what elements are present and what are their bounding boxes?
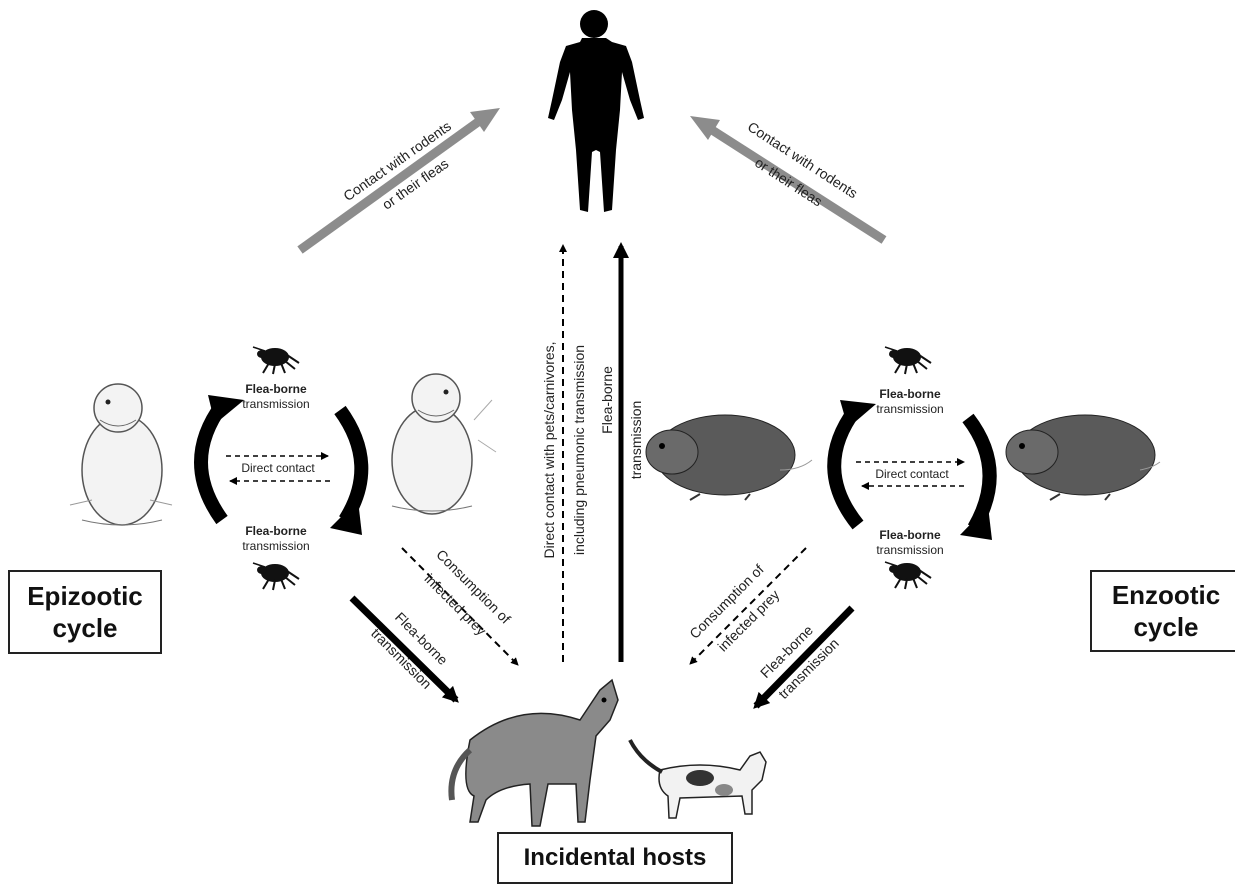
right-top-flea-line2: transmission [876, 402, 943, 416]
incidental-hosts-label: Incidental hosts [523, 844, 707, 871]
flea-borne-right-arrow [753, 605, 855, 709]
prairie-dog-left-icon [69, 383, 173, 526]
flea-left-bottom-icon [252, 562, 300, 591]
contact-arrow-left [297, 108, 500, 254]
right-direct-contact: Direct contact [875, 467, 949, 481]
enzootic-line1: Enzootic [1111, 579, 1221, 610]
epizootic-cycle-box: Epizootic cycle [8, 570, 162, 654]
coyote-icon [448, 678, 619, 827]
left-bottom-flea-line1: Flea-borne [245, 524, 307, 538]
vole-left-icon [645, 414, 813, 501]
consumption-right-line1: Consumption of [686, 561, 767, 642]
left-direct-contact: Direct contact [241, 461, 315, 475]
right-bottom-flea-line2: transmission [876, 543, 943, 557]
right-top-flea-line1: Flea-borne [879, 387, 941, 401]
human-icon [548, 10, 644, 212]
contact-arrow-right [690, 116, 887, 244]
direct-contact-pets-line2: including pneumonic transmission [571, 345, 587, 555]
left-top-flea-line2: transmission [242, 397, 309, 411]
epizootic-line2: cycle [52, 613, 118, 643]
cycle-arrow-left-outer [194, 400, 228, 525]
cat-icon [628, 739, 767, 819]
enzootic-cycle-box: Enzootic cycle [1090, 570, 1235, 652]
epizootic-line1: Epizootic [27, 580, 143, 611]
consumption-right-arrow [689, 547, 807, 665]
left-bottom-flea-line2: transmission [242, 539, 309, 553]
consumption-left-arrow [401, 547, 519, 666]
left-top-flea-line1: Flea-borne [245, 382, 307, 396]
prairie-dog-right-icon [391, 373, 497, 515]
flea-borne-vertical-line2: transmission [628, 401, 644, 480]
enzootic-line2: cycle [1133, 612, 1199, 642]
flea-borne-vertical-line1: Flea-borne [599, 366, 615, 434]
vole-right-icon [1005, 414, 1161, 501]
flea-borne-left-arrow [349, 595, 459, 703]
cycle-arrow-right-outer [827, 405, 864, 530]
incidental-hosts-box: Incidental hosts [497, 832, 733, 884]
right-bottom-flea-line1: Flea-borne [879, 528, 941, 542]
flea-left-top-icon [252, 346, 300, 375]
direct-contact-pets-line1: Direct contact with pets/carnivores, [541, 341, 557, 558]
flea-right-bottom-icon [884, 561, 932, 590]
flea-right-top-icon [884, 346, 932, 375]
